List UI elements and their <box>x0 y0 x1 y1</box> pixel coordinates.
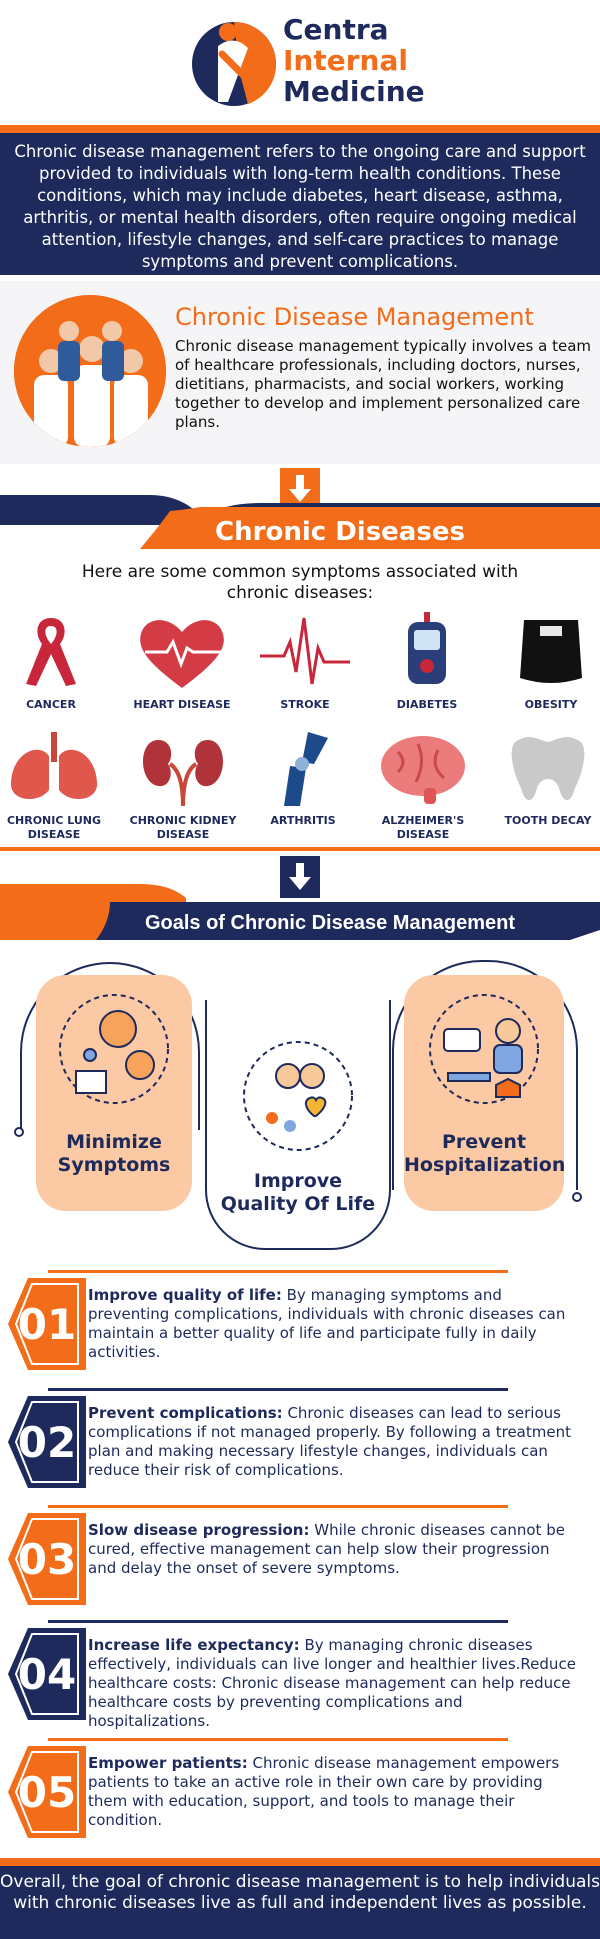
brain-icon <box>381 736 465 804</box>
connector-dot <box>14 1127 24 1137</box>
connector-dot <box>572 1192 582 1202</box>
disease-kidney: CHRONIC KIDNEY DISEASE <box>128 732 238 842</box>
number-badge: 04 <box>8 1628 86 1720</box>
disease-stroke: STROKE <box>250 612 360 712</box>
divider <box>48 1738 508 1741</box>
lungs-icon <box>10 732 98 800</box>
goal-label: Prevent Hospitalization <box>404 1131 566 1176</box>
brand-line2: Internal <box>283 44 408 77</box>
goal-item-05: 05 Empower patients: Chronic disease man… <box>8 1738 593 1846</box>
disease-tooth: TOOTH DECAY <box>493 732 600 828</box>
logo-icon <box>192 22 277 106</box>
goals-banner <box>0 884 600 940</box>
disease-label: OBESITY <box>524 698 578 711</box>
brand-line3: Medicine <box>283 75 425 108</box>
kidneys-icon <box>143 740 223 807</box>
disease-arthritis: ARTHRITIS <box>248 732 358 828</box>
disease-label: DIABETES <box>396 698 458 711</box>
brand-name: Centra Internal Medicine <box>283 14 425 107</box>
goal-card-minimize: Minimize Symptoms <box>36 975 192 1211</box>
disease-label: CHRONIC KIDNEY DISEASE <box>129 814 237 841</box>
disease-label: CANCER <box>26 698 76 711</box>
item-text: Increase life expectancy: By managing ch… <box>88 1636 576 1730</box>
diseases-title: Chronic Diseases <box>215 517 465 547</box>
cdm-title: Chronic Disease Management <box>175 303 534 331</box>
scale-icon <box>520 620 582 683</box>
disease-label: CHRONIC LUNG DISEASE <box>6 814 102 841</box>
disease-obesity: OBESITY <box>496 612 600 712</box>
item-text: Improve quality of life: By managing sym… <box>88 1286 566 1361</box>
diseases-subtitle: Here are some common symptoms associated… <box>81 562 519 603</box>
glucometer-icon <box>408 612 446 684</box>
card-outline <box>205 1000 391 1250</box>
disease-diabetes: DIABETES <box>372 612 482 712</box>
goal-item-02: 02 Prevent complications: Chronic diseas… <box>8 1388 593 1496</box>
disease-heart: HEART DISEASE <box>127 612 237 712</box>
disease-label: HEART DISEASE <box>133 698 231 711</box>
goal-label: Minimize Symptoms <box>57 1131 171 1176</box>
divider <box>48 1270 508 1273</box>
cdm-text: Chronic disease management typically inv… <box>175 337 591 431</box>
cdm-section: Chronic Disease Management Chronic disea… <box>0 281 600 464</box>
divider <box>48 1620 508 1623</box>
divider <box>0 125 600 133</box>
disease-alzheimers: ALZHEIMER'S DISEASE <box>368 732 478 842</box>
divider <box>0 1858 600 1866</box>
goal-card-prevent: Prevent Hospitalization <box>404 975 566 1211</box>
divider <box>48 1505 508 1508</box>
disease-lung: CHRONIC LUNG DISEASE <box>0 732 109 842</box>
disease-label: ARTHRITIS <box>270 814 336 827</box>
divider <box>48 1388 508 1391</box>
healthcare-team-illustration <box>14 295 166 447</box>
goal-card-quality: Improve Quality Of Life <box>215 1036 381 1236</box>
item-text: Slow disease progression: While chronic … <box>88 1521 565 1577</box>
number-badge: 01 <box>8 1278 86 1370</box>
divider <box>0 847 600 851</box>
cancer-ribbon-icon <box>26 618 76 686</box>
header: Centra Internal Medicine <box>0 0 600 125</box>
quality-of-life-icon <box>243 1041 353 1151</box>
card-outline <box>20 962 200 1130</box>
number-badge: 02 <box>8 1396 86 1488</box>
brand-line1: Centra <box>283 13 389 46</box>
goal-item-01: 01 Improve quality of life: By managing … <box>8 1270 593 1378</box>
disease-label: STROKE <box>280 698 330 711</box>
goals-title: Goals of Chronic Disease Management <box>144 912 516 934</box>
diseases-banner <box>0 495 600 549</box>
hospital-icon <box>429 994 539 1104</box>
disease-label: ALZHEIMER'S DISEASE <box>381 814 465 841</box>
card-outline <box>392 960 578 1190</box>
stroke-ecg-icon <box>260 617 350 685</box>
goal-item-04: 04 Increase life expectancy: By managing… <box>8 1620 593 1730</box>
footer-text: Overall, the goal of chronic disease man… <box>0 1866 600 1939</box>
intro-text: Chronic disease management refers to the… <box>0 133 600 275</box>
disease-cancer: CANCER <box>0 612 106 712</box>
symptoms-icon <box>59 994 169 1104</box>
knee-joint-icon <box>284 732 328 806</box>
heart-icon <box>140 620 224 688</box>
item-text: Prevent complications: Chronic diseases … <box>88 1404 571 1479</box>
arrow-down-icon <box>280 856 320 898</box>
number-badge: 03 <box>8 1513 86 1605</box>
tooth-icon <box>511 737 585 800</box>
goal-item-03: 03 Slow disease progression: While chron… <box>8 1505 593 1613</box>
item-text: Empower patients: Chronic disease manage… <box>88 1754 560 1829</box>
disease-label: TOOTH DECAY <box>504 814 592 827</box>
goal-label: Improve Quality Of Life <box>220 1170 376 1215</box>
number-badge: 05 <box>8 1746 86 1838</box>
